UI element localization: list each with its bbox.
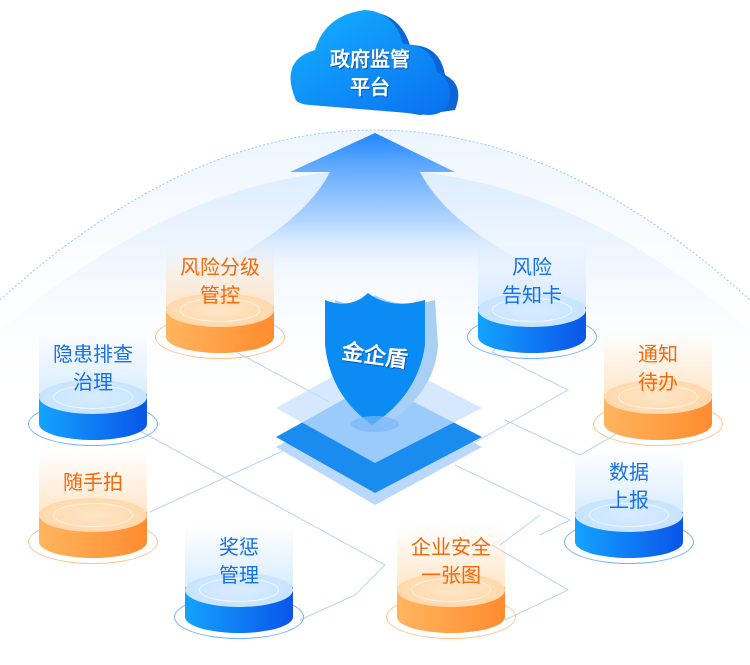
node-label: 风险 — [512, 255, 552, 279]
node-label: 治理 — [73, 370, 113, 394]
node-label: 告知卡 — [502, 283, 562, 307]
node-label: 管控 — [200, 283, 240, 307]
node-enterprise-safety-map[interactable]: 企业安全一张图 — [386, 525, 516, 665]
node-label: 随手拍 — [63, 470, 123, 494]
node-label: 数据 — [609, 460, 649, 484]
node-label: 奖惩 — [219, 535, 259, 559]
cloud-label-line1: 政府监管 — [330, 47, 410, 71]
node-label: 风险分级 — [180, 255, 260, 279]
cloud-label-line2: 平台 — [350, 75, 390, 99]
node-risk-notice-card[interactable]: 风险告知卡 — [467, 245, 597, 385]
node-label: 待办 — [638, 370, 678, 394]
node-label: 企业安全 — [411, 535, 491, 559]
node-hazard-inspection[interactable]: 隐患排查治理 — [28, 332, 158, 472]
cloud-graphic — [290, 10, 459, 115]
upload-arrow — [190, 133, 560, 280]
node-label: 上报 — [609, 488, 649, 512]
node-label: 通知 — [638, 342, 678, 366]
node-label: 管理 — [219, 563, 259, 587]
cloud-label: 政府监管 平台 — [300, 45, 440, 101]
node-snapshot[interactable]: 随手拍 — [28, 450, 158, 590]
node-label: 隐患排查 — [53, 342, 133, 366]
node-label: 一张图 — [421, 563, 481, 587]
node-data-report[interactable]: 数据上报 — [564, 450, 694, 590]
node-reward-punishment[interactable]: 奖惩管理 — [174, 525, 304, 665]
outer-dome-dashed — [0, 129, 750, 301]
node-risk-grading[interactable]: 风险分级管控 — [155, 245, 285, 385]
shield-graphic — [325, 293, 438, 432]
node-notification-todo[interactable]: 通知待办 — [593, 332, 723, 472]
